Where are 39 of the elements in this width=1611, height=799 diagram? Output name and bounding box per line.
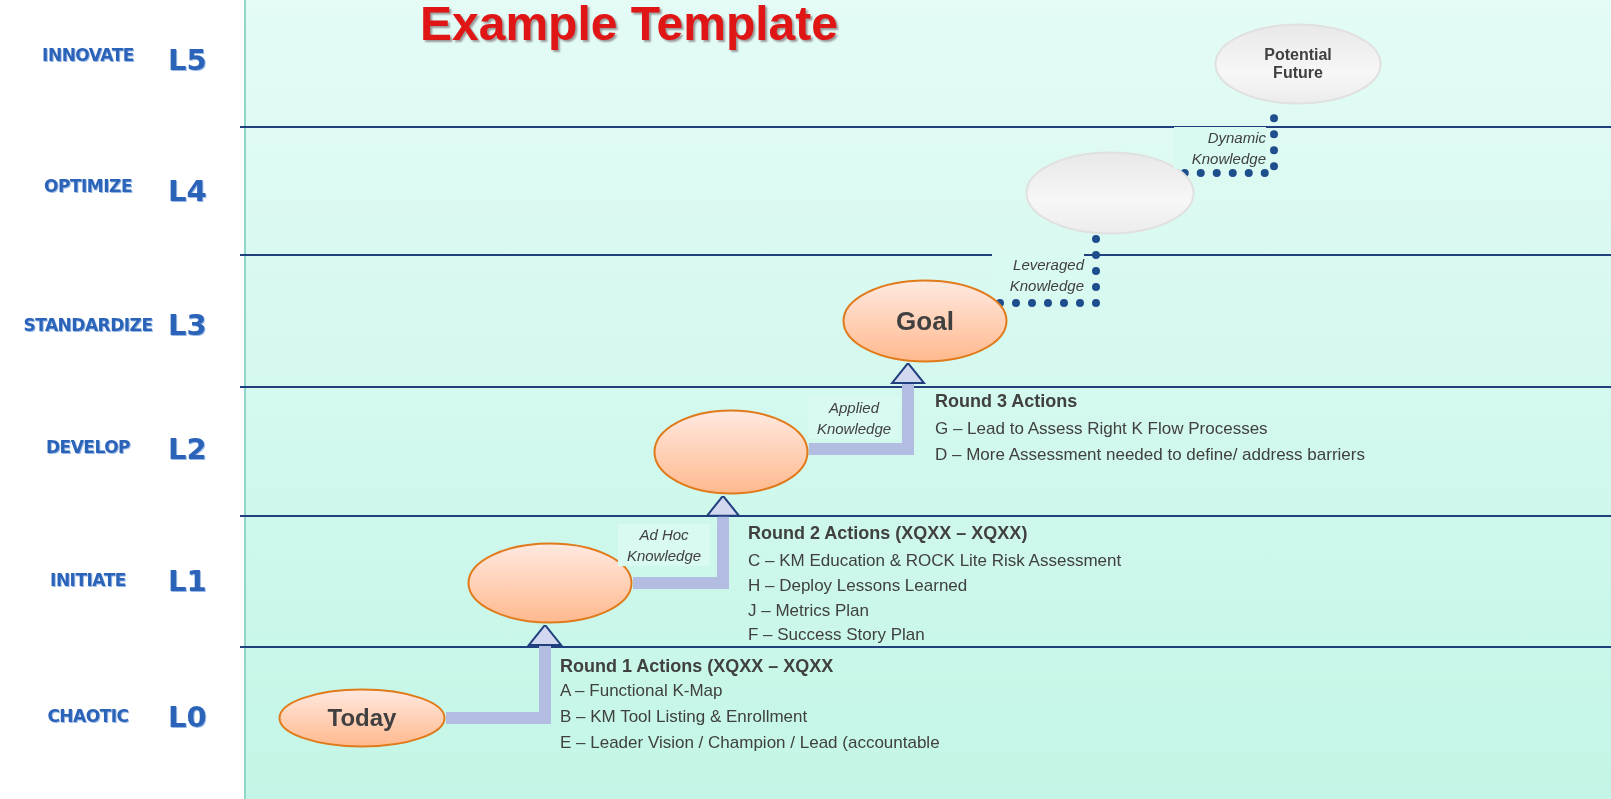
edge-label: Ad Hoc Knowledge [618, 524, 710, 566]
level-name: STANDARDIZE [22, 315, 154, 335]
milestone-ellipse [842, 279, 1008, 363]
level-name: OPTIMIZE [43, 176, 133, 196]
action-item: J – Metrics Plan [748, 600, 869, 622]
action-item: B – KM Tool Listing & Enrollment [560, 706, 808, 728]
milestone-label: Goal [896, 305, 954, 337]
action-item: D – More Assessment needed to define/ address barriers [935, 444, 1365, 466]
level-number: L3 [168, 308, 207, 342]
action-item: E – Leader Vision / Champion / Lead (accountable [560, 732, 940, 754]
level-number: L5 [168, 43, 207, 77]
milestone-ellipse [1214, 23, 1382, 105]
level-number: L0 [168, 700, 207, 734]
level-name: INITIATE [49, 570, 127, 590]
action-item: C – KM Education & ROCK Lite Risk Assessment [748, 550, 1122, 572]
edge-label: Applied Knowledge [808, 397, 900, 439]
level-number: L2 [168, 432, 207, 466]
level-number: L4 [168, 174, 207, 208]
actions-heading: Round 2 Actions (XQXX – XQXX) [748, 522, 1028, 544]
edge-label: Leveraged Knowledge [992, 254, 1084, 296]
actions-heading: Round 3 Actions [935, 390, 1078, 412]
bent-arrow [808, 362, 925, 455]
action-item: A – Functional K-Map [560, 680, 723, 702]
milestone-ellipse [278, 688, 446, 748]
bent-arrow [633, 494, 740, 589]
action-item: H – Deploy Lessons Learned [748, 575, 968, 597]
milestone-label: Potential Future [1263, 46, 1333, 82]
milestone-label: Today [327, 704, 397, 732]
level-name: CHAOTIC [46, 706, 130, 726]
title: Example Template [420, 0, 838, 52]
edge-label: Dynamic Knowledge [1174, 127, 1266, 169]
level-name: DEVELOP [44, 437, 132, 457]
level-number: L1 [168, 564, 207, 598]
bent-arrow [446, 623, 562, 724]
action-item: G – Lead to Assess Right K Flow Processes [935, 418, 1268, 440]
action-item: F – Success Story Plan [748, 624, 925, 646]
actions-heading: Round 1 Actions (XQXX – XQXX [560, 655, 834, 677]
level-name: INNOVATE [41, 45, 135, 65]
milestone-ellipse [653, 409, 809, 495]
